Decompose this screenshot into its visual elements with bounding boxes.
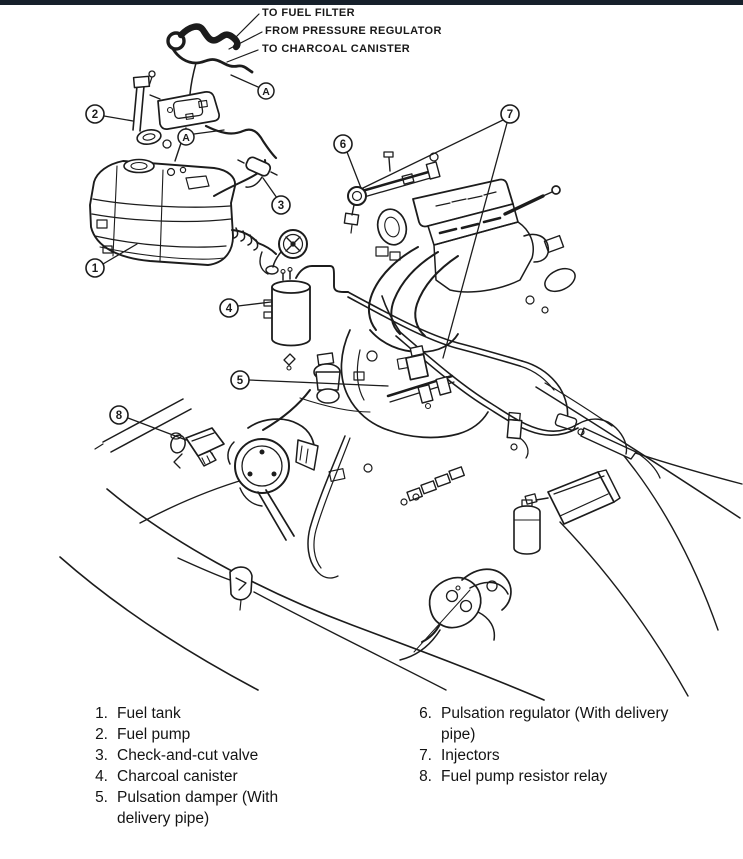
engine-bay-body-lines [59, 382, 743, 701]
legend-text: Fuel pump resistor relay [441, 768, 608, 785]
label-to-charcoal-canister: TO CHARCOAL CANISTER [262, 43, 411, 55]
dipstick [503, 185, 561, 216]
legend-item-pulsation-damper: 5. Pulsation damper (With delivery pipe) [86, 787, 286, 829]
legend-text: Pulsation damper (With delivery pipe) [117, 789, 279, 827]
intake-manifold [367, 208, 534, 353]
legend-item-injectors: 7. Injectors [410, 745, 702, 766]
legend-number: 5. [95, 789, 108, 806]
pulsation-regulator-delivery-pipe [343, 151, 441, 234]
legend-item-fuel-pump: 2. Fuel pump [86, 724, 286, 745]
svg-text:1: 1 [92, 263, 99, 275]
legend-text: Fuel tank [117, 705, 181, 722]
callout-5: 5 [230, 370, 250, 390]
fuel-pump-mount-plate [157, 91, 220, 130]
callout-4: 4 [219, 298, 239, 318]
actuator-box [524, 469, 621, 525]
legend-item-pulsation-regulator: 6. Pulsation regulator (With delivery pi… [410, 703, 702, 745]
legend-number: 3. [95, 747, 108, 764]
callout-7: 7 [500, 104, 520, 124]
solenoid-valve-stack [262, 352, 341, 431]
legend-item-fuel-tank: 1. Fuel tank [86, 703, 286, 724]
engine-assembly [328, 151, 576, 506]
legend-right-column: 6. Pulsation regulator (With delivery pi… [410, 703, 702, 787]
legend-item-charcoal-canister: 4. Charcoal canister [86, 766, 286, 787]
fuel-pipes [307, 291, 628, 579]
callout-leader-lines [102, 74, 508, 441]
label-from-pressure-regulator: FROM PRESSURE REGULATOR [265, 25, 442, 37]
fuel-pump-resistor-relay [170, 427, 225, 469]
callout-8: 8 [109, 405, 129, 425]
legend-text: Pulsation regulator (With delivery pipe) [441, 705, 669, 743]
callout-6: 6 [333, 134, 353, 154]
svg-text:3: 3 [278, 200, 284, 212]
lower-engine-block [328, 329, 489, 482]
hood-latch-bracket [229, 566, 253, 611]
charcoal-canister [263, 265, 349, 347]
legend-item-fuel-pump-resistor-relay: 8. Fuel pump resistor relay [410, 766, 702, 787]
legend-number: 2. [95, 726, 108, 743]
legend-left-column: 1. Fuel tank 2. Fuel pump 3. Check-and-c… [86, 703, 286, 829]
callout-balloons: 1 2 3 4 5 6 7 [85, 82, 520, 425]
ignition-coil [513, 499, 541, 555]
check-and-cut-valve [237, 156, 278, 188]
callout-a-lower: A [177, 128, 195, 146]
svg-text:5: 5 [237, 375, 244, 387]
label-to-fuel-filter: TO FUEL FILTER [262, 7, 355, 19]
legend-number: 6. [419, 705, 432, 722]
wiper-arm [577, 427, 661, 479]
legend-text: Injectors [441, 747, 500, 764]
legend-number: 1. [95, 705, 108, 722]
fuel-tank [89, 158, 236, 266]
pulsation-damper-delivery-pipe [386, 345, 455, 410]
callout-a-upper: A [257, 82, 275, 100]
svg-text:4: 4 [226, 303, 233, 315]
callout-3: 3 [271, 195, 291, 215]
single-injector [506, 411, 529, 459]
distributor [399, 568, 512, 661]
svg-text:7: 7 [507, 109, 513, 121]
svg-text:2: 2 [92, 109, 98, 121]
fuel-pump-hose-bundle [166, 13, 263, 95]
legend-text: Check-and-cut valve [117, 747, 259, 764]
fuel-pump-unit [132, 70, 187, 162]
svg-text:8: 8 [116, 410, 123, 422]
legend-number: 7. [419, 747, 432, 764]
engine-right-brackets [523, 233, 576, 314]
legend-number: 8. [419, 768, 432, 785]
fuel-filler-assembly [231, 227, 308, 275]
svg-text:A: A [262, 86, 270, 98]
legend-number: 4. [95, 768, 108, 785]
injector-cluster [400, 466, 465, 506]
legend-text: Charcoal canister [117, 768, 238, 785]
legend-text: Fuel pump [117, 726, 191, 743]
top-border [0, 0, 743, 5]
callout-2: 2 [85, 104, 105, 124]
svg-text:6: 6 [340, 139, 346, 151]
callout-1: 1 [85, 258, 105, 278]
air-pump [227, 418, 319, 541]
valve-cover [412, 178, 519, 246]
legend-item-check-and-cut-valve: 3. Check-and-cut valve [86, 745, 286, 766]
svg-text:A: A [182, 132, 190, 144]
